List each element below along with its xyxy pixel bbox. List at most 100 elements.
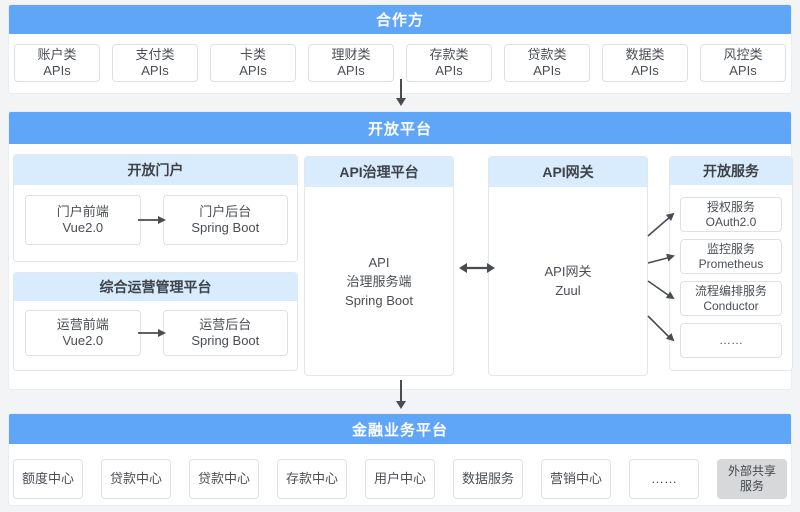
api-gateway-content: API网关 Zuul bbox=[489, 187, 647, 375]
box-label: 数据服务 bbox=[461, 471, 514, 486]
api-box-sublabel: APIs bbox=[337, 63, 365, 78]
open-services-list: 授权服务 OAuth2.0 监控服务 Prometheus 流程编排服务 Con… bbox=[670, 185, 792, 358]
portal-frontend-box: 门户前端 Vue2.0 bbox=[25, 195, 141, 245]
content-line: Spring Boot bbox=[345, 292, 413, 308]
api-gateway-title: API网关 bbox=[542, 164, 594, 180]
api-governance-title: API治理平台 bbox=[339, 164, 419, 180]
portal-backend-box: 门户后台 Spring Boot bbox=[162, 195, 288, 245]
partners-api-row: 账户类 APIs 支付类 APIs 卡类 APIs 理财类 APIs 存款类 A… bbox=[9, 34, 791, 82]
open-services-header: 开放服务 bbox=[670, 157, 792, 185]
api-box-label: 理财类 bbox=[331, 47, 371, 62]
api-box-sublabel: APIs bbox=[631, 63, 659, 78]
box-label: …… bbox=[651, 471, 677, 486]
api-box-accounts: 账户类 APIs bbox=[14, 44, 100, 82]
api-box-cards: 卡类 APIs bbox=[210, 44, 296, 82]
box-label: 贷款中心 bbox=[109, 471, 162, 486]
user-center-box: 用户中心 bbox=[365, 459, 435, 499]
arrow-right-icon bbox=[137, 216, 166, 224]
api-box-wealth: 理财类 APIs bbox=[308, 44, 394, 82]
box-label: 营销中心 bbox=[549, 471, 602, 486]
api-governance-panel: API治理平台 API 治理服务端 Spring Boot bbox=[304, 156, 454, 376]
api-box-risk: 风控类 APIs bbox=[700, 44, 786, 82]
more-services-box: …… bbox=[680, 323, 782, 358]
api-governance-header: API治理平台 bbox=[305, 157, 453, 187]
box-label: 运营后台 bbox=[199, 317, 252, 332]
portal-row: 门户前端 Vue2.0 门户后台 Spring Boot bbox=[14, 185, 297, 245]
deposit-center-box: 存款中心 bbox=[277, 459, 347, 499]
box-sublabel: Vue2.0 bbox=[62, 220, 104, 235]
box-sublabel: Prometheus bbox=[698, 256, 764, 271]
box-label: 额度中心 bbox=[21, 471, 74, 486]
box-label: 运营前端 bbox=[56, 317, 109, 332]
open-platform-header: 开放平台 bbox=[9, 112, 791, 144]
box-label: 贷款中心 bbox=[197, 471, 250, 486]
portal-panel: 开放门户 门户前端 Vue2.0 门户后台 Spring Boot bbox=[13, 154, 298, 262]
open-services-title: 开放服务 bbox=[703, 163, 759, 179]
box-label: 流程编排服务 bbox=[694, 283, 767, 298]
api-box-sublabel: APIs bbox=[435, 63, 463, 78]
financial-header: 金融业务平台 bbox=[9, 414, 791, 444]
box-label: 存款中心 bbox=[285, 471, 338, 486]
api-box-label: 支付类 bbox=[135, 47, 175, 62]
api-box-data: 数据类 APIs bbox=[602, 44, 688, 82]
arrow-right-icon bbox=[137, 329, 166, 337]
content-line: 治理服务端 bbox=[346, 273, 412, 289]
open-platform-section: 开放平台 开放门户 门户前端 Vue2.0 门户后台 Spring Boot bbox=[8, 111, 793, 390]
box-label: 门户前端 bbox=[56, 204, 109, 219]
api-box-sublabel: APIs bbox=[729, 63, 757, 78]
monitor-service-box: 监控服务 Prometheus bbox=[680, 239, 782, 274]
ops-frontend-box: 运营前端 Vue2.0 bbox=[25, 310, 141, 356]
workflow-service-box: 流程编排服务 Conductor bbox=[680, 281, 782, 316]
box-label: 用户中心 bbox=[373, 471, 426, 486]
marketing-center-box: 营销中心 bbox=[541, 459, 611, 499]
auth-service-box: 授权服务 OAuth2.0 bbox=[680, 197, 782, 232]
financial-title: 金融业务平台 bbox=[351, 421, 448, 439]
financial-platform-section: 金融业务平台 额度中心 贷款中心 贷款中心 存款中心 用户中心 数据服务 营销中… bbox=[8, 413, 792, 506]
fan-arrows-icon bbox=[647, 212, 675, 342]
api-box-label: 贷款类 bbox=[527, 47, 567, 62]
partners-header: 合作方 bbox=[9, 5, 791, 34]
ops-row: 运营前端 Vue2.0 运营后台 Spring Boot bbox=[14, 301, 297, 356]
arrow-down-icon bbox=[396, 380, 406, 409]
box-sublabel: Vue2.0 bbox=[62, 333, 104, 348]
api-box-label: 风控类 bbox=[723, 47, 763, 62]
box-sublabel: Conductor bbox=[703, 298, 759, 313]
box-sublabel: 服务 bbox=[739, 479, 764, 493]
box-label: 门户后台 bbox=[199, 204, 252, 219]
data-service-box: 数据服务 bbox=[453, 459, 523, 499]
partners-section: 合作方 账户类 APIs 支付类 APIs 卡类 APIs 理财类 APIs 存… bbox=[8, 4, 792, 94]
external-shared-service-box: 外部共享 服务 bbox=[717, 459, 787, 499]
ops-backend-box: 运营后台 Spring Boot bbox=[162, 310, 288, 356]
api-box-sublabel: APIs bbox=[239, 63, 267, 78]
api-gateway-panel: API网关 API网关 Zuul bbox=[488, 156, 648, 376]
financial-row: 额度中心 贷款中心 贷款中心 存款中心 用户中心 数据服务 营销中心 …… 外部… bbox=[9, 444, 791, 499]
open-platform-title: 开放平台 bbox=[367, 120, 432, 138]
ops-panel-header: 综合运营管理平台 bbox=[14, 273, 297, 301]
api-box-label: 存款类 bbox=[429, 47, 469, 62]
api-box-deposits: 存款类 APIs bbox=[406, 44, 492, 82]
api-gateway-header: API网关 bbox=[489, 157, 647, 187]
open-services-panel: 开放服务 授权服务 OAuth2.0 监控服务 Prometheus 流程编排服… bbox=[669, 156, 793, 371]
arrow-down-icon bbox=[396, 79, 406, 106]
portal-panel-header: 开放门户 bbox=[14, 155, 297, 185]
arrow-double-horizontal-icon bbox=[459, 263, 495, 273]
box-sublabel: Spring Boot bbox=[191, 333, 260, 348]
box-label: 外部共享 bbox=[727, 464, 776, 478]
api-governance-content: API 治理服务端 Spring Boot bbox=[305, 187, 453, 375]
box-label: 监控服务 bbox=[706, 241, 755, 256]
api-box-loans: 贷款类 APIs bbox=[504, 44, 590, 82]
api-box-label: 卡类 bbox=[239, 47, 266, 62]
api-box-label: 数据类 bbox=[625, 47, 665, 62]
api-box-label: 账户类 bbox=[37, 47, 77, 62]
portal-title: 开放门户 bbox=[127, 162, 184, 178]
api-box-sublabel: APIs bbox=[141, 63, 169, 78]
content-line: API网关 bbox=[544, 264, 592, 279]
content-line: API bbox=[368, 254, 390, 270]
box-sublabel: Spring Boot bbox=[191, 220, 260, 235]
box-sublabel: OAuth2.0 bbox=[705, 214, 757, 229]
box-label: 授权服务 bbox=[706, 199, 755, 214]
ops-panel: 综合运营管理平台 运营前端 Vue2.0 运营后台 Spring Boot bbox=[13, 272, 298, 371]
open-platform-body: 开放门户 门户前端 Vue2.0 门户后台 Spring Boot bbox=[9, 144, 793, 389]
quota-center-box: 额度中心 bbox=[13, 459, 83, 499]
api-box-sublabel: APIs bbox=[533, 63, 561, 78]
